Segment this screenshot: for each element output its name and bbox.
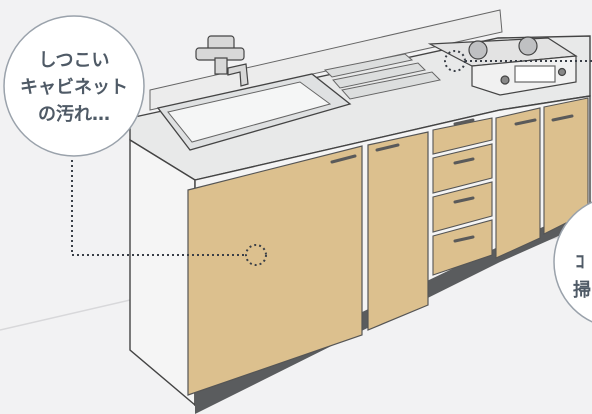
handle-icon [330,114,574,243]
callout-right-line-2: 掃 [573,279,591,301]
cabinet-door-right-1 [495,107,541,259]
faucet-icon [195,35,249,87]
sink-basin-icon [156,73,352,151]
drawer-4 [432,219,493,276]
drawer-1 [432,117,493,155]
marker-cabinet-door [245,244,267,266]
cabinet-door-second [367,131,429,331]
drainboard [323,53,442,100]
callout-left: しつこい キャビネット の汚れ… [3,15,145,157]
cabinet-door-left [187,145,363,396]
drawer-2 [432,143,493,194]
gas-stove-icon [427,36,578,96]
callout-right-line-1: ｺ [576,252,585,273]
connector-left [71,160,246,256]
backsplash [149,9,503,111]
callout-left-line-1: しつこい [39,50,110,71]
callout-left-line-2: キャビネット [20,77,128,98]
wall-floor-line [0,299,131,331]
drawer-3 [432,181,493,233]
callout-left-line-3: の汚れ… [38,104,110,125]
callout-right: ｺ 掃 [553,201,592,323]
